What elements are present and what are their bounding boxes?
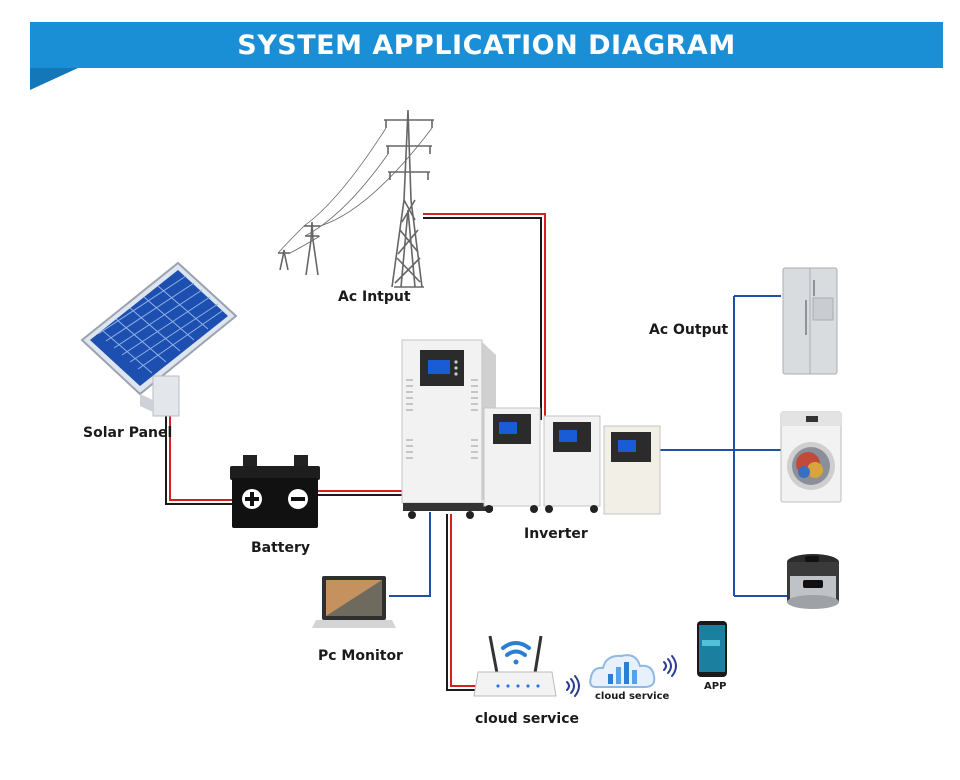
solar-wire-black xyxy=(165,412,234,505)
inverter-icon xyxy=(401,339,661,519)
app-label: APP xyxy=(704,681,727,692)
solar-panel-icon xyxy=(80,261,238,417)
rice-cooker-icon xyxy=(787,554,839,609)
cloud-service-label: cloud service xyxy=(595,691,670,702)
pc-wire-blue xyxy=(389,512,431,597)
pc-monitor-label: Pc Monitor xyxy=(318,648,403,664)
cloud-icon xyxy=(589,654,656,688)
title-banner: SYSTEM APPLICATION DIAGRAM xyxy=(30,22,943,68)
router-cloud-service-label: cloud service xyxy=(475,711,580,727)
page-title: SYSTEM APPLICATION DIAGRAM xyxy=(237,30,736,61)
inverter-label: Inverter xyxy=(524,526,588,542)
wires xyxy=(165,213,788,691)
solar-wire-red xyxy=(169,412,234,501)
refrigerator-icon xyxy=(782,267,838,375)
router-wire-red xyxy=(450,514,478,687)
battery-icon xyxy=(230,455,320,528)
ac-output-label: Ac Output xyxy=(649,322,729,338)
wifi-icon xyxy=(501,641,531,665)
solar-panel-label: Solar Panel xyxy=(83,425,173,441)
battery-label: Battery xyxy=(251,540,311,556)
washing-machine-icon xyxy=(780,411,842,503)
router-icon xyxy=(473,635,557,697)
ac-input-wire-black xyxy=(423,217,542,420)
transmission-tower-icon xyxy=(277,109,434,288)
ac-input-label: Ac Intput xyxy=(338,289,411,305)
laptop-icon xyxy=(312,576,396,628)
ac-input-wire-red xyxy=(423,213,546,420)
signal-waves-icon xyxy=(566,655,677,697)
router-wire-black xyxy=(446,514,478,691)
banner-tail xyxy=(30,68,78,90)
smartphone-icon xyxy=(697,621,727,677)
